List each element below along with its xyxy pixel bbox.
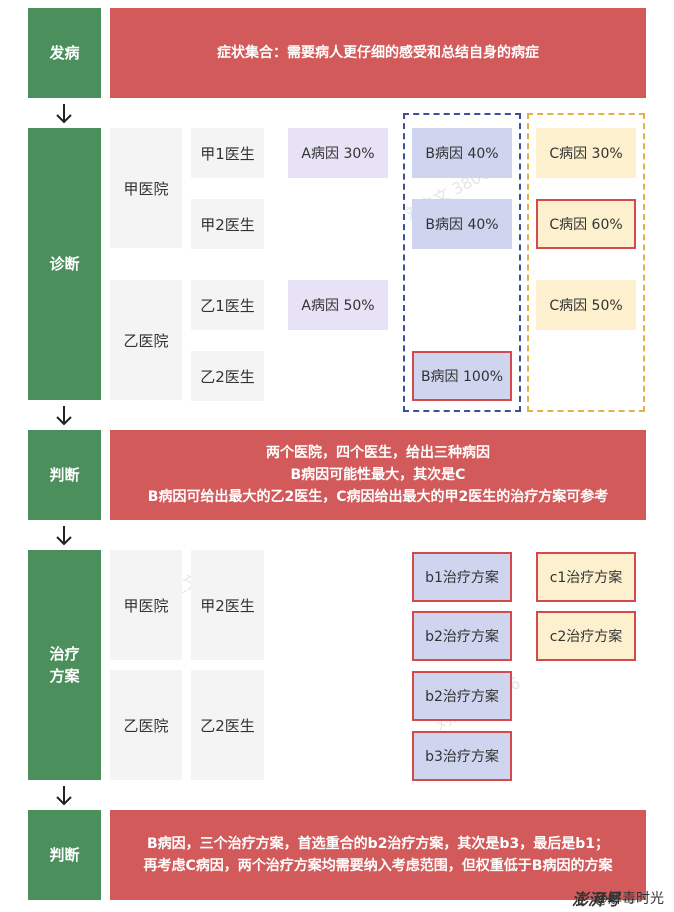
doctor-cell: 甲2医生 [191,199,264,249]
arrow-down-icon [56,104,72,124]
cause-label: C病因 30% [549,146,623,162]
banner-line: 两个医院，四个医生，给出三种病因 [266,445,490,461]
plan-b-tag: b3治疗方案 [412,731,512,781]
arrow-down-icon [56,786,72,806]
plan-c-tag: c2治疗方案 [536,611,636,661]
source-credit: @解毒时光 [594,891,664,907]
cause-b-tag: B病因 40% [412,199,512,249]
stage-label: 发病 [49,44,80,62]
cause-c-tag-highlighted: C病因 60% [536,199,636,249]
hospital-label: 甲医院 [123,596,169,615]
banner-line: B病因，三个治疗方案，首选重合的b2治疗方案，其次是b3，最后是b1； [147,836,609,852]
cause-a-tag: A病因 30% [288,128,388,178]
stage-diagnosis: 诊断 [28,128,101,400]
banner-line: 症状集合：需要病人更仔细的感受和总结自身的病症 [217,45,539,61]
banner-line: B病因可给出最大的乙2医生，C病因给出最大的甲2医生的治疗方案可参考 [147,489,609,505]
stage-label: 判断 [49,846,80,864]
cause-b-tag: B病因 40% [412,128,512,178]
arrow-down-icon [56,526,72,546]
hospital-label: 乙医院 [123,716,169,735]
doctor-label: 甲2医生 [200,596,255,615]
hospital-a-cell: 甲医院 [110,550,182,660]
plan-label: b1治疗方案 [425,570,499,586]
hospital-b-cell: 乙医院 [110,670,182,780]
stage-label: 治疗 方案 [49,645,80,685]
banner-line: B病因可能性最大，其次是C [290,467,466,483]
cause-label: C病因 50% [549,298,623,314]
doctor-cell: 甲2医生 [191,550,264,660]
doctor-label: 乙2医生 [200,367,255,386]
doctor-cell: 甲1医生 [191,128,264,178]
plan-label: b3治疗方案 [425,749,499,765]
cause-c-tag: C病因 30% [536,128,636,178]
hospital-label: 乙医院 [123,331,169,350]
cause-b-tag-highlighted: B病因 100% [412,351,512,401]
banner-line: 再考虑C病因，两个治疗方案均需要纳入考虑范围，但权重低于B病因的方案 [143,858,613,874]
hospital-label: 甲医院 [123,179,169,198]
doctor-cell: 乙1医生 [191,280,264,330]
doctor-cell: 乙2医生 [191,670,264,780]
cause-label: A病因 30% [301,146,375,162]
doctor-label: 乙2医生 [200,716,255,735]
doctor-label: 乙1医生 [200,296,255,315]
banner-judge-2: B病因，三个治疗方案，首选重合的b2治疗方案，其次是b3，最后是b1； 再考虑C… [110,810,646,900]
plan-b-tag: b2治疗方案 [412,671,512,721]
hospital-b-cell: 乙医院 [110,280,182,400]
hospital-a-cell: 甲医院 [110,128,182,248]
banner-judge-1: 两个医院，四个医生，给出三种病因 B病因可能性最大，其次是C B病因可给出最大的… [110,430,646,520]
plan-label: c2治疗方案 [549,629,623,645]
doctor-cell: 乙2医生 [191,351,264,401]
doctor-label: 甲2医生 [200,215,255,234]
arrow-down-icon [56,406,72,426]
plan-b-tag: b1治疗方案 [412,552,512,602]
brand-logo: 澎湃号 [571,890,620,909]
cause-c-tag: C病因 50% [536,280,636,330]
stage-judge-2: 判断 [28,810,101,900]
cause-c-group-frame [527,113,645,412]
plan-label: b2治疗方案 [425,689,499,705]
plan-label: c1治疗方案 [549,570,623,586]
plan-label: b2治疗方案 [425,629,499,645]
cause-label: B病因 40% [425,146,499,162]
stage-label: 判断 [49,466,80,484]
cause-a-tag: A病因 50% [288,280,388,330]
cause-b-group-frame [403,113,521,412]
stage-judge-1: 判断 [28,430,101,520]
cause-label: B病因 40% [425,217,499,233]
cause-label: C病因 60% [549,217,623,233]
cause-label: A病因 50% [301,298,375,314]
stage-label: 诊断 [49,255,80,273]
stage-treatment: 治疗 方案 [28,550,101,780]
stage-onset: 发病 [28,8,101,98]
banner-onset: 症状集合：需要病人更仔细的感受和总结自身的病症 [110,8,646,98]
doctor-label: 甲1医生 [200,144,255,163]
cause-label: B病因 100% [420,369,504,385]
plan-c-tag: c1治疗方案 [536,552,636,602]
plan-b-tag: b2治疗方案 [412,611,512,661]
